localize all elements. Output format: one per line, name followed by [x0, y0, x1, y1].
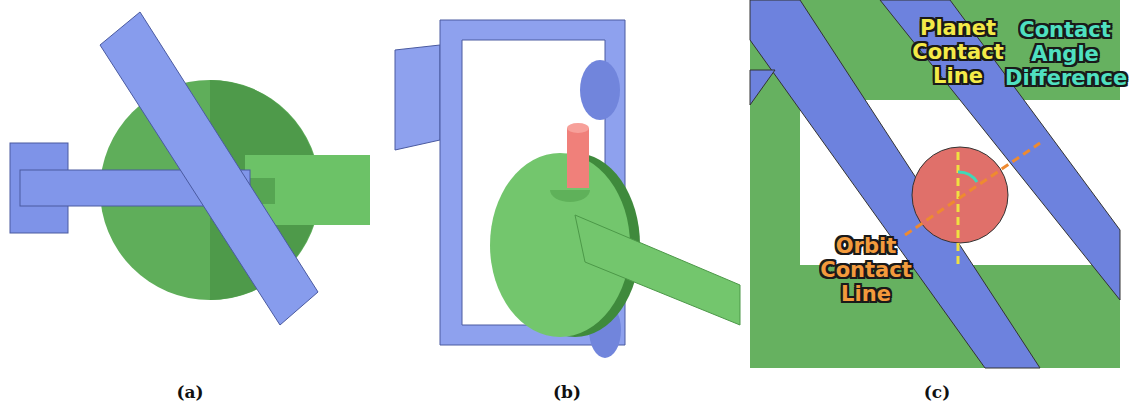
- callout-label: Planet Contact Line: [898, 16, 1018, 88]
- panel-b: [395, 20, 740, 358]
- subfigure-label: (c): [907, 382, 967, 402]
- callout-label: Contact Angle Difference: [1005, 18, 1125, 90]
- callout-label: Orbit Contact Line: [811, 234, 921, 306]
- subfigure-label: (b): [537, 382, 597, 402]
- panel-a: [10, 12, 370, 325]
- subfigure-label: (a): [160, 382, 220, 402]
